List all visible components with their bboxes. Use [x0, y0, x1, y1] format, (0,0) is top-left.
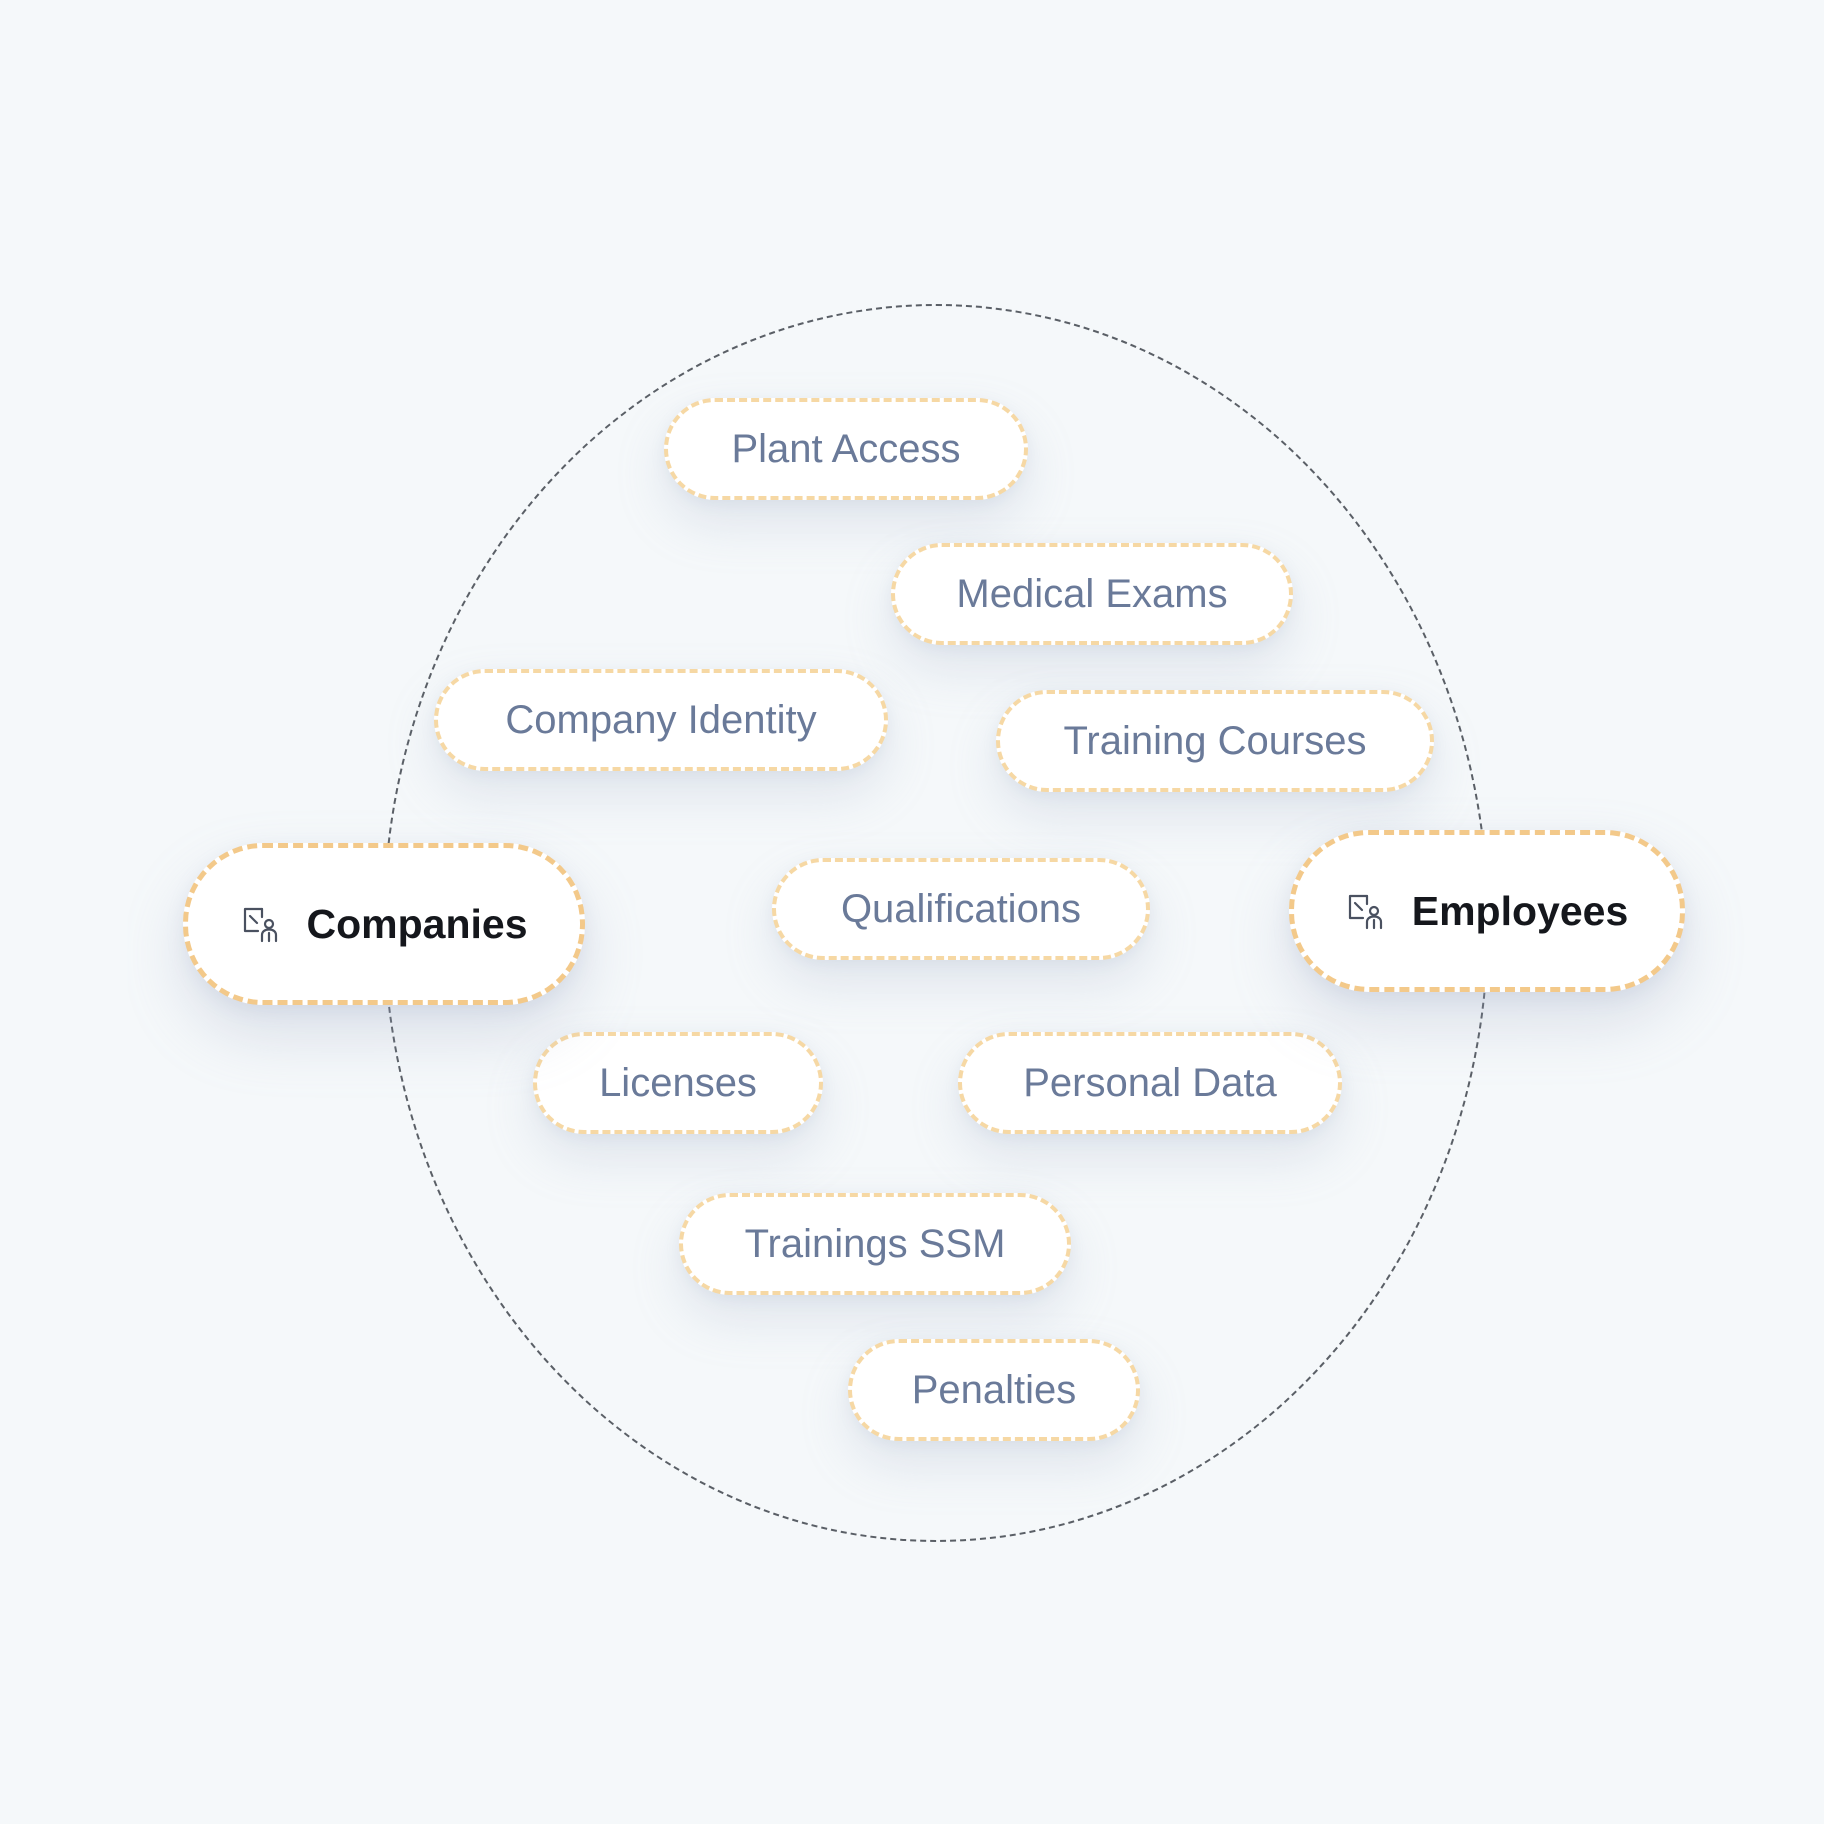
category-label: Qualifications: [840, 886, 1082, 931]
category-label: Licenses: [599, 1060, 757, 1105]
category-label: Plant Access: [731, 426, 961, 471]
category-pill-trainings-ssm: Trainings SSM: [679, 1193, 1071, 1295]
category-label: Penalties: [911, 1367, 1077, 1412]
category-label: Medical Exams: [956, 571, 1228, 616]
category-pill-qualifications: Qualifications: [772, 858, 1150, 960]
entity-label: Employees: [1411, 887, 1629, 934]
entity-pill-companies: Companies: [183, 843, 585, 1005]
presentation-user-icon: [1346, 891, 1386, 931]
category-label: Company Identity: [505, 697, 817, 742]
category-label: Personal Data: [1023, 1060, 1277, 1105]
category-pill-plant-access: Plant Access: [664, 398, 1028, 500]
entity-label: Companies: [306, 900, 528, 947]
category-pill-medical-exams: Medical Exams: [891, 543, 1293, 645]
category-label: Training Courses: [1063, 718, 1367, 763]
category-pill-personal-data: Personal Data: [958, 1032, 1342, 1134]
category-label: Trainings SSM: [744, 1221, 1006, 1266]
entity-pill-employees: Employees: [1289, 830, 1685, 992]
category-pill-penalties: Penalties: [848, 1339, 1140, 1441]
presentation-user-icon: [241, 904, 281, 944]
category-pill-company-identity: Company Identity: [434, 669, 888, 771]
category-pill-training-courses: Training Courses: [996, 690, 1434, 792]
category-pill-licenses: Licenses: [533, 1032, 823, 1134]
